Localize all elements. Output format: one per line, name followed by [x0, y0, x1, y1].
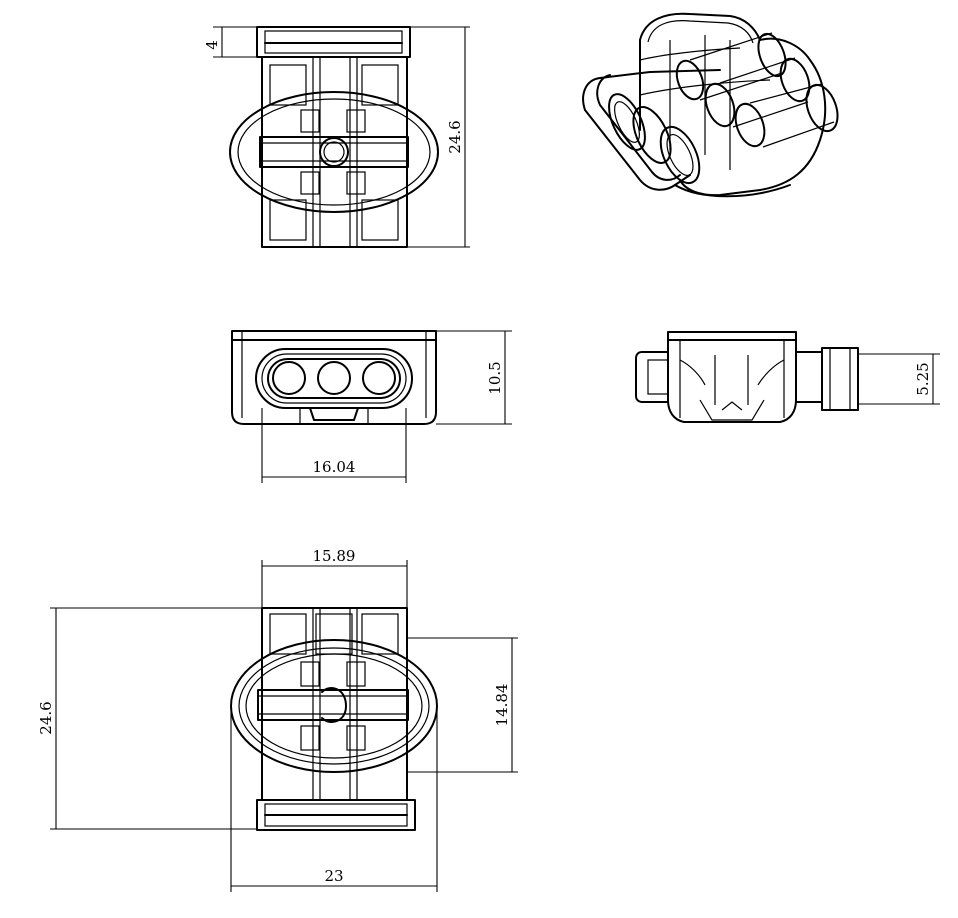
dim-top-flange: 4 [203, 40, 221, 50]
side-view-dimensions: 5.25 [858, 353, 940, 405]
top-view-dimensions: 4 24.6 [203, 26, 470, 248]
dim-top-height: 24.6 [446, 120, 464, 153]
dim-front-width: 16.04 [313, 458, 356, 476]
dim-side-height: 5.25 [914, 362, 932, 395]
dim-bottom-overall-width: 23 [324, 867, 343, 885]
dim-bottom-inner-height: 14.84 [493, 684, 511, 727]
isometric-view [582, 12, 839, 198]
bottom-view [230, 607, 438, 831]
dim-bottom-top-width: 15.89 [313, 547, 356, 565]
side-view [635, 331, 859, 423]
bottom-view-dimensions: 15.89 24.6 14.84 23 [37, 547, 518, 892]
dim-front-height: 10.5 [486, 361, 504, 394]
top-view [229, 26, 439, 248]
front-view [231, 330, 437, 425]
dim-bottom-height-left: 24.6 [37, 701, 55, 734]
front-view-dimensions: 10.5 16.04 [261, 330, 512, 483]
